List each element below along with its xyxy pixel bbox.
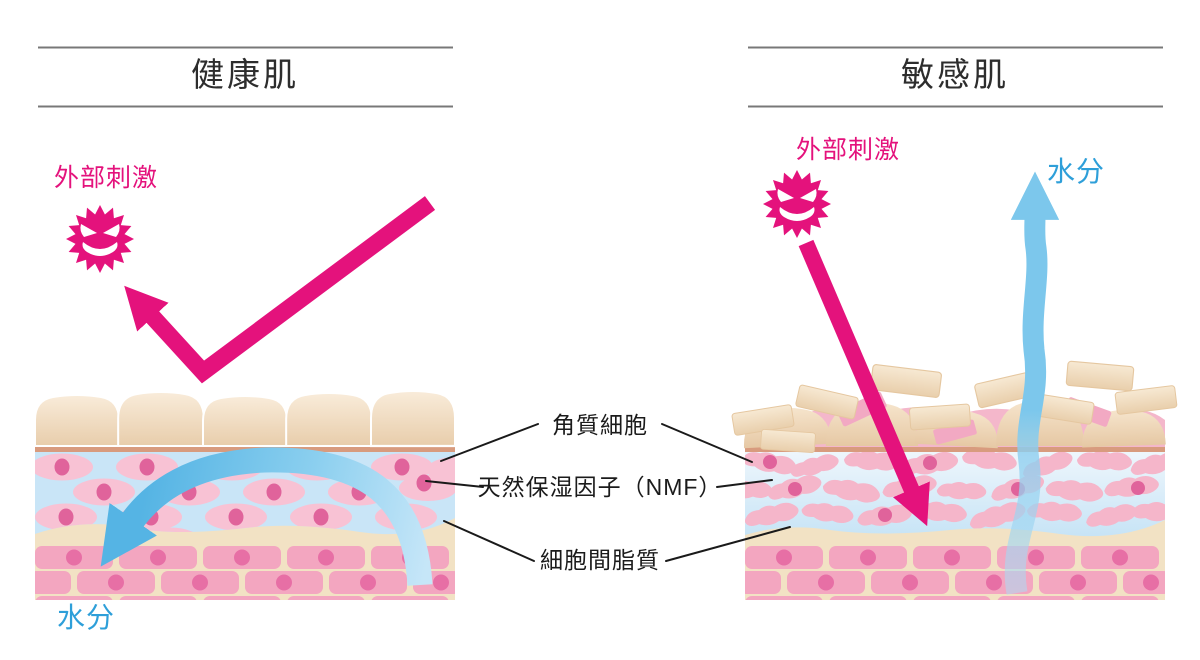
germ-icon bbox=[763, 170, 831, 238]
bounce-arrow bbox=[124, 196, 436, 384]
skin-surface-line bbox=[35, 444, 455, 452]
title-rule-left bbox=[38, 46, 453, 108]
germ-icon bbox=[66, 205, 134, 273]
sensitive-skin-title: 敏感肌 bbox=[901, 56, 1009, 93]
external-stimulus-label: 外部刺激 bbox=[54, 164, 159, 192]
external-stimulus-label: 外部刺激 bbox=[796, 136, 901, 164]
healthy-skin-title: 健康肌 bbox=[191, 56, 299, 93]
moisture-retained-arrow bbox=[100, 447, 433, 586]
moisture-escape-arrow bbox=[1004, 171, 1060, 595]
lipid-label: 細胞間脂質 bbox=[540, 547, 660, 573]
rough-surface bbox=[731, 360, 1178, 454]
corneocyte-label: 角質細胞 bbox=[552, 412, 648, 438]
sensitive-skin-illustration bbox=[731, 171, 1178, 600]
skin-surface-line bbox=[745, 444, 1165, 452]
leader-lines bbox=[425, 423, 791, 562]
moisture-label: 水分 bbox=[1047, 156, 1106, 187]
moisture-label: 水分 bbox=[57, 602, 116, 633]
smooth-surface-bumps bbox=[34, 389, 457, 448]
healthy-skin-illustration bbox=[34, 389, 457, 600]
nmf-label: 天然保湿因子（NMF） bbox=[477, 474, 723, 500]
penetration-arrow bbox=[798, 239, 930, 527]
title-rule-right bbox=[748, 46, 1163, 108]
